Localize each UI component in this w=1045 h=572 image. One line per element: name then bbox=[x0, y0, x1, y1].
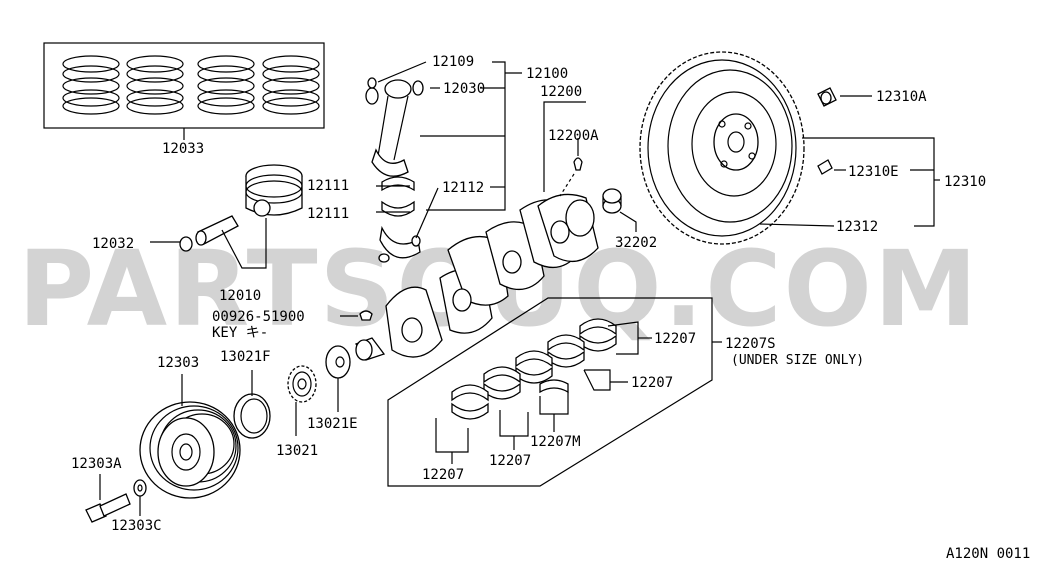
label-12310E: 12310E bbox=[848, 164, 899, 180]
label-12207-lower-left: 12207 bbox=[422, 467, 464, 483]
washer-13021E bbox=[325, 345, 351, 379]
crank-pulley bbox=[139, 401, 241, 499]
label-13021: 13021 bbox=[276, 443, 318, 459]
crankshaft bbox=[355, 193, 599, 361]
piston-ring-stack-2 bbox=[126, 55, 184, 115]
label-key: KEY キ- bbox=[212, 325, 268, 341]
main-bearing-shells bbox=[451, 318, 617, 420]
label-12310: 12310 bbox=[944, 174, 986, 190]
label-12100: 12100 bbox=[526, 66, 568, 82]
label-12303: 12303 bbox=[157, 355, 199, 371]
label-12207-top: 12207 bbox=[654, 331, 696, 347]
label-12310A: 12310A bbox=[876, 89, 927, 105]
piston-ring-set-box bbox=[43, 42, 325, 140]
label-13021E: 13021E bbox=[307, 416, 358, 432]
piston-ring-stack-3 bbox=[197, 55, 255, 115]
crank-sprocket-13021 bbox=[287, 365, 317, 403]
oil-thrower-13021F bbox=[233, 393, 271, 439]
label-12112: 12112 bbox=[442, 180, 484, 196]
connecting-rod-bearings bbox=[381, 176, 415, 217]
label-12207-mid: 12207 bbox=[631, 375, 673, 391]
label-12303C: 12303C bbox=[111, 518, 162, 534]
label-12111-lower: 12111 bbox=[307, 206, 349, 222]
main-bearing-set-outline bbox=[387, 297, 713, 487]
crank-pulley-bolt bbox=[85, 493, 131, 523]
label-12207S: 12207S bbox=[725, 336, 776, 352]
connecting-rod bbox=[365, 77, 424, 177]
label-32202: 32202 bbox=[615, 235, 657, 251]
piston-ring-stack-1 bbox=[62, 55, 120, 115]
label-12032: 12032 bbox=[92, 236, 134, 252]
piston-pin bbox=[195, 215, 239, 246]
plug-12200A bbox=[573, 157, 583, 171]
label-13021F: 13021F bbox=[220, 349, 271, 365]
snap-ring-12032 bbox=[179, 236, 193, 252]
label-12010: 12010 bbox=[219, 288, 261, 304]
label-12303A: 12303A bbox=[71, 456, 122, 472]
label-12312: 12312 bbox=[836, 219, 878, 235]
woodruff-key bbox=[359, 310, 373, 321]
label-12111-upper: 12111 bbox=[307, 178, 349, 194]
label-under-size-only: (UNDER SIZE ONLY) bbox=[731, 353, 864, 368]
label-12033: 12033 bbox=[162, 141, 204, 157]
rod-cap bbox=[378, 225, 421, 263]
diagram-code: A120N 0011 bbox=[946, 546, 1030, 562]
piston bbox=[245, 164, 303, 217]
label-12207-lower-right: 12207 bbox=[489, 453, 531, 469]
dowel-pin-12310E bbox=[817, 159, 833, 175]
washer-12303C bbox=[133, 479, 147, 497]
label-12030: 12030 bbox=[443, 81, 485, 97]
label-12200A: 12200A bbox=[548, 128, 599, 144]
label-12207M: 12207M bbox=[530, 434, 581, 450]
piston-ring-stack-4 bbox=[262, 55, 320, 115]
flywheel bbox=[639, 51, 805, 245]
label-12109: 12109 bbox=[432, 54, 474, 70]
pilot-bushing bbox=[602, 188, 622, 214]
label-00926-51900: 00926-51900 bbox=[212, 309, 305, 325]
flywheel-bolt bbox=[817, 87, 837, 107]
label-12200: 12200 bbox=[540, 84, 582, 100]
